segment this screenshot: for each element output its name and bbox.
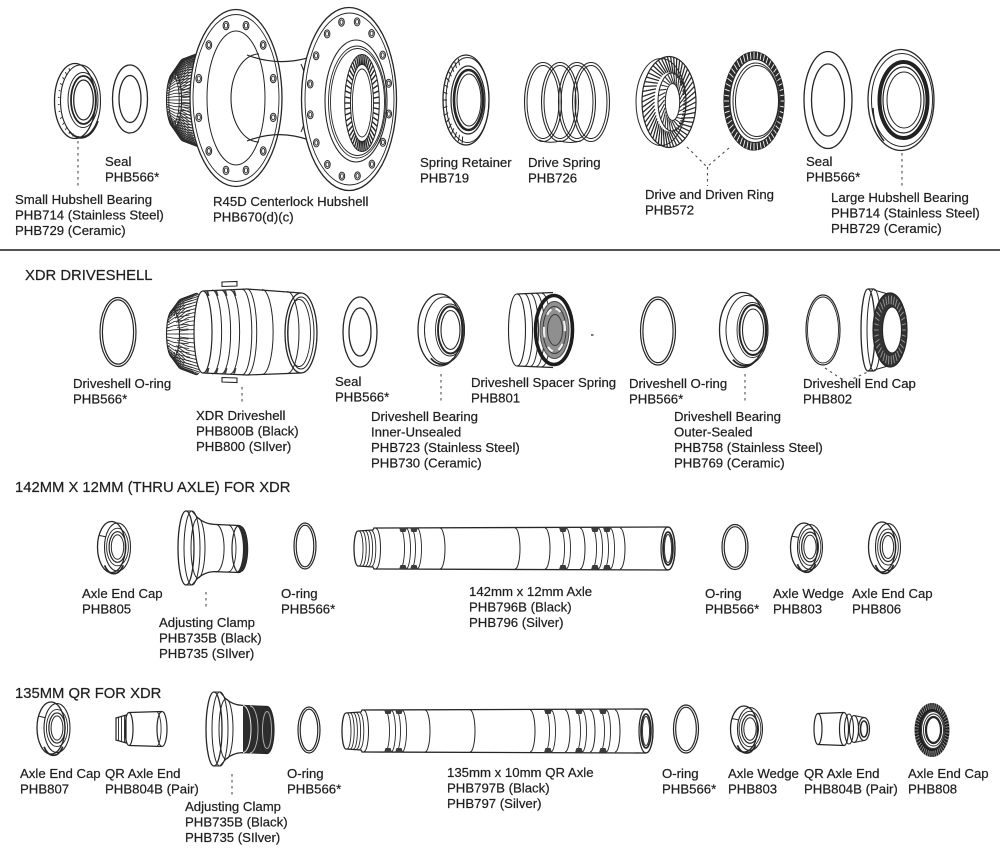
svg-text:Seal: Seal bbox=[335, 374, 361, 389]
svg-text:PHB566*: PHB566* bbox=[806, 170, 860, 185]
svg-text:142MM X 12MM (THRU AXLE) FOR X: 142MM X 12MM (THRU AXLE) FOR XDR bbox=[15, 480, 290, 496]
svg-text:PHB758 (Stainless Steel): PHB758 (Stainless Steel) bbox=[674, 440, 823, 455]
svg-text:Driveshell O-ring: Driveshell O-ring bbox=[73, 376, 171, 391]
svg-text:PHB808: PHB808 bbox=[908, 782, 957, 797]
svg-text:PHB801: PHB801 bbox=[471, 391, 520, 406]
svg-text:PHB719: PHB719 bbox=[420, 171, 469, 186]
svg-text:O-ring: O-ring bbox=[281, 586, 318, 601]
svg-text:Axle End Cap: Axle End Cap bbox=[852, 586, 933, 601]
svg-text:PHB735B (Black): PHB735B (Black) bbox=[159, 631, 262, 646]
svg-text:Adjusting Clamp: Adjusting Clamp bbox=[159, 615, 255, 630]
svg-text:R45D Centerlock Hubshell: R45D Centerlock Hubshell bbox=[213, 194, 368, 209]
svg-text:Adjusting Clamp: Adjusting Clamp bbox=[185, 799, 281, 814]
svg-text:PHB566*: PHB566* bbox=[335, 390, 389, 405]
svg-text:PHB800 (SIlver): PHB800 (SIlver) bbox=[196, 439, 291, 454]
svg-text:Axle Wedge: Axle Wedge bbox=[728, 766, 799, 781]
svg-text:QR Axle End: QR Axle End bbox=[804, 766, 880, 781]
svg-text:O-ring: O-ring bbox=[287, 766, 324, 781]
svg-text:QR Axle End: QR Axle End bbox=[105, 766, 181, 781]
svg-text:Spring Retainer: Spring Retainer bbox=[420, 155, 512, 170]
svg-text:135MM QR FOR XDR: 135MM QR FOR XDR bbox=[15, 686, 161, 702]
svg-text:PHB729 (Ceramic): PHB729 (Ceramic) bbox=[831, 221, 942, 236]
svg-text:PHB802: PHB802 bbox=[803, 392, 852, 407]
svg-text:PHB804B (Pair): PHB804B (Pair) bbox=[804, 782, 898, 797]
svg-text:PHB729 (Ceramic): PHB729 (Ceramic) bbox=[15, 223, 126, 238]
svg-text:PHB803: PHB803 bbox=[728, 782, 777, 797]
svg-text:Axle End Cap: Axle End Cap bbox=[908, 766, 989, 781]
svg-text:PHB566*: PHB566* bbox=[629, 392, 683, 407]
svg-text:PHB803: PHB803 bbox=[773, 602, 822, 617]
svg-text:Driveshell O-ring: Driveshell O-ring bbox=[629, 376, 727, 391]
svg-text:PHB723 (Stainless Steel): PHB723 (Stainless Steel) bbox=[371, 440, 520, 455]
svg-text:O-ring: O-ring bbox=[705, 586, 742, 601]
svg-text:Axle End Cap: Axle End Cap bbox=[82, 586, 163, 601]
svg-text:PHB566*: PHB566* bbox=[662, 782, 716, 797]
svg-text:Seal: Seal bbox=[105, 154, 131, 169]
svg-text:PHB804B (Pair): PHB804B (Pair) bbox=[105, 782, 199, 797]
svg-text:Axle End Cap: Axle End Cap bbox=[20, 766, 101, 781]
svg-text:PHB769 (Ceramic): PHB769 (Ceramic) bbox=[674, 456, 785, 471]
svg-text:PHB796 (Silver): PHB796 (Silver) bbox=[469, 615, 564, 630]
svg-text:PHB714 (Stainless Steel): PHB714 (Stainless Steel) bbox=[15, 208, 164, 223]
svg-text:Drive and Driven Ring: Drive and Driven Ring bbox=[645, 187, 774, 202]
svg-text:Drive Spring: Drive Spring bbox=[528, 155, 601, 170]
svg-text:PHB807: PHB807 bbox=[20, 782, 69, 797]
svg-text:PHB726: PHB726 bbox=[528, 171, 577, 186]
svg-text:PHB797B (Black): PHB797B (Black) bbox=[447, 781, 550, 796]
svg-text:Outer-Sealed: Outer-Sealed bbox=[674, 425, 752, 440]
svg-text:PHB572: PHB572 bbox=[645, 203, 694, 218]
svg-text:Small Hubshell Bearing: Small Hubshell Bearing bbox=[15, 192, 152, 207]
svg-text:PHB670(d)(c): PHB670(d)(c) bbox=[213, 210, 294, 225]
svg-text:PHB735 (SIlver): PHB735 (SIlver) bbox=[185, 830, 280, 845]
svg-text:Inner-Unsealed: Inner-Unsealed bbox=[371, 425, 461, 440]
svg-text:142mm x 12mm Axle: 142mm x 12mm Axle bbox=[469, 584, 592, 599]
svg-text:PHB805: PHB805 bbox=[82, 602, 131, 617]
svg-text:PHB714 (Stainless Steel): PHB714 (Stainless Steel) bbox=[831, 206, 980, 221]
svg-text:Driveshell Spacer Spring: Driveshell Spacer Spring bbox=[471, 375, 616, 390]
svg-text:PHB735B (Black): PHB735B (Black) bbox=[185, 815, 288, 830]
svg-text:135mm x 10mm QR Axle: 135mm x 10mm QR Axle bbox=[447, 765, 594, 780]
svg-text:PHB566*: PHB566* bbox=[705, 602, 759, 617]
svg-text:Driveshell End Cap: Driveshell End Cap bbox=[803, 376, 916, 391]
svg-text:PHB735 (SIlver): PHB735 (SIlver) bbox=[159, 646, 254, 661]
svg-text:PHB566*: PHB566* bbox=[73, 392, 127, 407]
svg-text:PHB566*: PHB566* bbox=[287, 782, 341, 797]
svg-text:PHB796B (Black): PHB796B (Black) bbox=[469, 600, 572, 615]
svg-text:PHB800B (Black): PHB800B (Black) bbox=[196, 424, 299, 439]
svg-text:O-ring: O-ring bbox=[662, 766, 699, 781]
svg-text:PHB566*: PHB566* bbox=[281, 602, 335, 617]
svg-text:PHB806: PHB806 bbox=[852, 602, 901, 617]
svg-text:PHB797 (Silver): PHB797 (Silver) bbox=[447, 796, 542, 811]
svg-text:XDR DRIVESHELL: XDR DRIVESHELL bbox=[25, 268, 152, 284]
svg-text:Driveshell Bearing: Driveshell Bearing bbox=[371, 409, 478, 424]
svg-text:Driveshell Bearing: Driveshell Bearing bbox=[674, 409, 781, 424]
svg-text:PHB730 (Ceramic): PHB730 (Ceramic) bbox=[371, 456, 482, 471]
svg-text:Axle Wedge: Axle Wedge bbox=[773, 586, 844, 601]
svg-text:PHB566*: PHB566* bbox=[105, 170, 159, 185]
svg-text:XDR Driveshell: XDR Driveshell bbox=[196, 408, 285, 423]
svg-text:Large Hubshell Bearing: Large Hubshell Bearing bbox=[831, 190, 969, 205]
svg-text:Seal: Seal bbox=[806, 154, 832, 169]
